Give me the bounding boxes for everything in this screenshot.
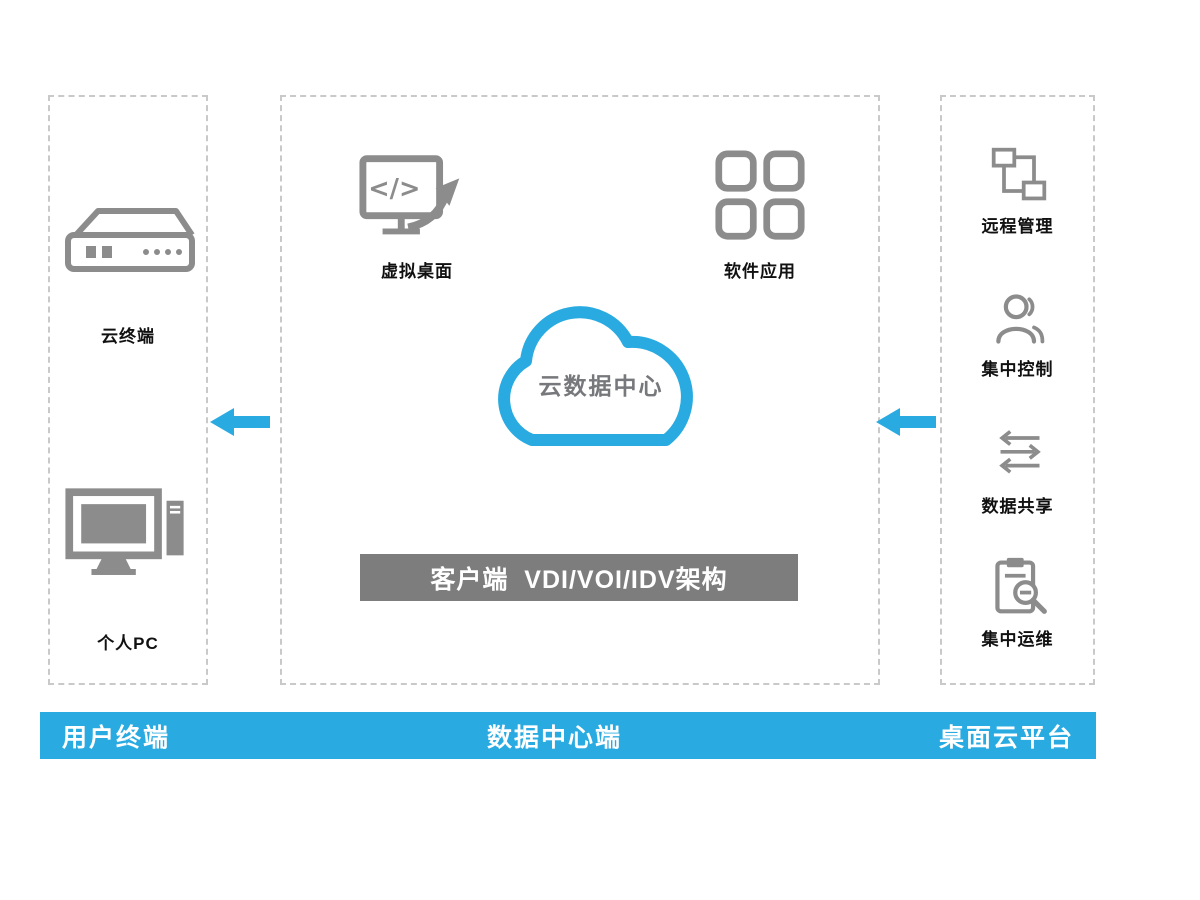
- client-architecture-banner: 客户端 VDI/VOI/IDV架构: [360, 554, 798, 601]
- arrow-shaft: [234, 416, 270, 428]
- svg-text:</>: </>: [368, 174, 420, 204]
- footer-data-center-label: 数据中心端: [486, 723, 622, 752]
- footer-cloud-platform-label: 桌面云平台: [938, 723, 1074, 752]
- arrow-head-icon: [210, 408, 234, 436]
- central-control-icon: [989, 289, 1049, 349]
- remote-management-icon: [989, 145, 1049, 205]
- virtual-desktop-label: 虚拟桌面: [381, 262, 453, 281]
- pc-label: 个人PC: [97, 634, 159, 653]
- arrow-right-to-center: [876, 408, 936, 436]
- data-sharing-label: 数据共享: [981, 497, 1054, 516]
- central-ops-icon: [989, 555, 1049, 617]
- remote-management-label: 远程管理: [981, 217, 1054, 236]
- pc-icon: [65, 487, 193, 587]
- data-sharing-icon: [992, 425, 1048, 477]
- virtual-desktop-icon: </>: [357, 152, 475, 244]
- central-ops-label: 集中运维: [981, 630, 1054, 649]
- central-control-label: 集中控制: [981, 360, 1054, 379]
- cloud-data-center-label: 云数据中心: [538, 372, 664, 399]
- software-app-icon: [714, 149, 806, 241]
- cloud-shape: 云数据中心: [470, 282, 732, 474]
- arrow-shaft: [900, 416, 936, 428]
- footer-bar: 用户终端 数据中心端 桌面云平台: [40, 712, 1096, 759]
- software-app-label: 软件应用: [724, 262, 796, 281]
- data-center-panel: </> 虚拟桌面 软件应用 云数据中心 客户端 VDI/VOI/IDV架构: [280, 95, 880, 685]
- cloud-platform-panel: 远程管理 集中控制 数据共享: [940, 95, 1095, 685]
- cloud-terminal-icon: [60, 202, 200, 282]
- user-terminal-panel: 云终端 个人PC: [48, 95, 208, 685]
- arrow-head-icon: [876, 408, 900, 436]
- arrow-center-to-left: [210, 408, 270, 436]
- cloud-terminal-label: 云终端: [101, 327, 155, 346]
- footer-user-terminal-label: 用户终端: [62, 723, 171, 752]
